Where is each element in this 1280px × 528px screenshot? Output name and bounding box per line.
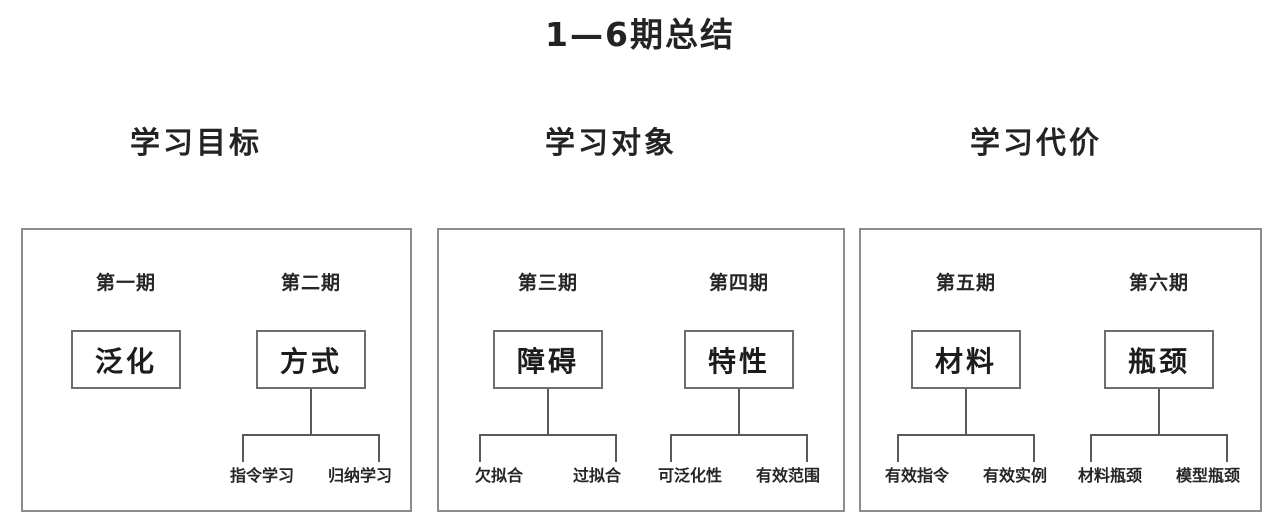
leaf-label[interactable]: 归纳学习 [327, 466, 392, 485]
connector-stem [965, 389, 967, 434]
connector-drop-left [1090, 434, 1092, 462]
node-box[interactable]: 障碍 [493, 330, 603, 389]
leaf-label[interactable]: 模型瓶颈 [1175, 466, 1240, 485]
leaf-label[interactable]: 材料瓶颈 [1077, 466, 1142, 485]
section-panel-3: 第五期材料有效指令 有效实例 第六期瓶颈材料瓶颈 模型瓶颈 [859, 228, 1262, 512]
connector-drop-left [479, 434, 481, 462]
connector-stem [547, 389, 549, 434]
connector-drop-right [615, 434, 617, 462]
connector-horizontal-bar [242, 434, 380, 436]
node-box[interactable]: 泛化 [71, 330, 181, 389]
leaf-label[interactable]: 欠拟合 [474, 466, 523, 485]
section-header-1: 学习目标 [130, 126, 262, 161]
connector-drop-left [897, 434, 899, 462]
connector-horizontal-bar [897, 434, 1035, 436]
stage-label: 第三期 [517, 272, 578, 294]
stage-label: 第四期 [708, 272, 769, 294]
stage-label: 第六期 [1128, 272, 1189, 294]
leaf-label[interactable]: 指令学习 [229, 466, 294, 485]
connector-drop-left [242, 434, 244, 462]
node-box[interactable]: 特性 [684, 330, 794, 389]
connector-horizontal-bar [479, 434, 617, 436]
stage-label: 第二期 [280, 272, 341, 294]
node-box[interactable]: 材料 [911, 330, 1021, 389]
leaf-row: 指令学习 归纳学习 [216, 462, 406, 486]
leaf-label[interactable]: 过拟合 [572, 466, 621, 485]
connector-stem [1158, 389, 1160, 434]
leaf-label[interactable]: 可泛化性 [657, 466, 722, 485]
node-box[interactable]: 方式 [256, 330, 366, 389]
section-panel-1: 第一期泛化 第二期方式指令学习 归纳学习 [21, 228, 412, 512]
leaf-row: 欠拟合 过拟合 [453, 462, 643, 486]
page-title: 1—6期总结 [545, 15, 735, 54]
connector-drop-right [806, 434, 808, 462]
leaf-row: 有效指令 有效实例 [871, 462, 1061, 486]
section-panel-2: 第三期障碍欠拟合 过拟合 第四期特性可泛化性 有效范围 [437, 228, 845, 512]
connector-drop-left [670, 434, 672, 462]
stage-label: 第五期 [935, 272, 996, 294]
connector-drop-right [378, 434, 380, 462]
connector-drop-right [1226, 434, 1228, 462]
leaf-label[interactable]: 有效范围 [755, 466, 820, 485]
leaf-label[interactable]: 有效指令 [884, 466, 949, 485]
leaf-row: 材料瓶颈 模型瓶颈 [1064, 462, 1254, 486]
connector-horizontal-bar [1090, 434, 1228, 436]
connector-stem [738, 389, 740, 434]
connector-stem [310, 389, 312, 434]
connector-drop-right [1033, 434, 1035, 462]
leaf-row: 可泛化性 有效范围 [644, 462, 834, 486]
node-box[interactable]: 瓶颈 [1104, 330, 1214, 389]
leaf-label[interactable]: 有效实例 [982, 466, 1047, 485]
stage-label: 第一期 [95, 272, 156, 294]
section-header-3: 学习代价 [970, 126, 1102, 161]
connector-horizontal-bar [670, 434, 808, 436]
section-header-2: 学习对象 [545, 126, 677, 161]
